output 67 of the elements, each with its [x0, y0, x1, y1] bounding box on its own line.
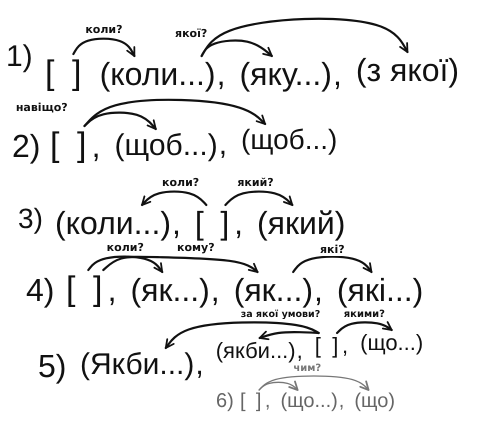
edge-label: якими?	[342, 309, 386, 320]
comma-mark: ,	[342, 333, 348, 358]
comma-mark: ,	[218, 128, 228, 162]
main-clause-brackets: [ ]	[66, 270, 107, 310]
comma-mark: ,	[210, 272, 220, 309]
subordinate-clause: (що)	[354, 390, 396, 413]
edge-label: коли?	[106, 242, 145, 254]
subordinate-clause: (з якої)	[356, 52, 460, 89]
subordinate-clause: (коли...)	[55, 205, 171, 242]
comma-mark: ,	[296, 338, 303, 364]
subordinate-clause: (які...)	[336, 272, 424, 309]
subordinate-clause: (як...)	[130, 272, 210, 309]
comma-mark: ,	[332, 56, 342, 93]
edge-label: коли?	[161, 176, 200, 189]
subordinate-clause: (як...)	[234, 272, 313, 309]
arrow	[102, 256, 259, 274]
edge-label: навіщо?	[14, 102, 69, 114]
subordinate-clause: (щоб...)	[114, 129, 218, 164]
row-number: 4)	[26, 272, 54, 309]
main-clause-brackets: [ ]	[45, 54, 86, 94]
comma-mark: ,	[264, 390, 270, 413]
row-number: 5)	[38, 348, 66, 385]
comma-mark: ,	[314, 272, 323, 309]
arrow	[200, 39, 273, 58]
subordinate-clause: (що...)	[280, 390, 338, 413]
edge-label: за якої умови?	[240, 310, 322, 320]
comma-mark: ,	[234, 205, 243, 242]
main-clause-brackets: [ ]	[240, 390, 264, 413]
arrow	[72, 38, 136, 58]
row-number: 1)	[6, 40, 33, 74]
edge-label: чим?	[292, 363, 322, 374]
main-clause-brackets: [ ]	[314, 333, 342, 358]
edge-label: якої?	[174, 28, 208, 40]
edge-label: які?	[318, 244, 346, 256]
subordinate-clause: (що...)	[360, 330, 424, 356]
main-clause-brackets: [ ]	[194, 205, 234, 242]
subordinate-clause: (який)	[256, 205, 346, 242]
arrow	[83, 112, 157, 130]
comma-mark: ,	[216, 56, 226, 93]
arrow	[164, 321, 320, 350]
arrow	[87, 256, 164, 274]
subordinate-clause: (коли...)	[100, 56, 216, 93]
arrow	[258, 380, 299, 391]
row-number: 3)	[18, 203, 43, 236]
edge-label: коли?	[84, 24, 124, 36]
comma-mark: ,	[195, 348, 204, 382]
subordinate-clause: (якби...)	[216, 338, 296, 364]
subordinate-clause: (щоб...)	[241, 124, 338, 156]
arrow	[336, 321, 393, 334]
arrow	[224, 190, 294, 206]
arrow	[258, 375, 370, 391]
main-clause-brackets: [ ]	[50, 126, 91, 166]
comma-mark: ,	[338, 390, 344, 413]
arrow	[258, 330, 320, 340]
edge-label: який?	[236, 176, 275, 189]
edge-label: кому?	[176, 242, 216, 254]
arrow	[200, 18, 409, 58]
arrow	[140, 190, 208, 206]
subordinate-clause: (яку...)	[239, 56, 332, 93]
subordinate-clause: (Якби...)	[80, 348, 194, 382]
comma-mark: ,	[108, 272, 116, 309]
row-number: 6)	[216, 390, 234, 413]
row-number: 2)	[12, 128, 40, 165]
comma-mark: ,	[172, 205, 181, 242]
arrow	[292, 256, 373, 274]
comma-mark: ,	[92, 128, 100, 165]
arrow	[83, 98, 266, 128]
